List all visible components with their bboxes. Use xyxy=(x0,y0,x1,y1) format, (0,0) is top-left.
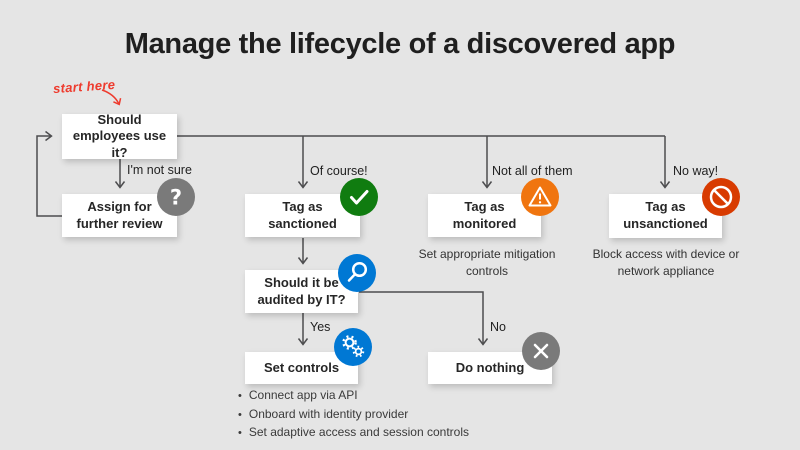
node-tag-as-monitored: Tag as monitored xyxy=(428,178,559,237)
node-do-nothing: Do nothing xyxy=(428,332,560,384)
set-controls-bullet-list: • Connect app via API • Onboard with ide… xyxy=(238,388,469,444)
search-icon xyxy=(338,254,376,292)
edge-label-no-way: No way! xyxy=(673,164,719,178)
edge-label-of-course: Of course! xyxy=(310,164,368,178)
node-label: Do nothing xyxy=(455,359,525,375)
node-label: Should employees use it? xyxy=(72,111,167,160)
bullet-icon: • xyxy=(238,427,242,439)
edge-label-yes: Yes xyxy=(310,320,331,334)
edge-label-not-sure: I'm not sure xyxy=(127,163,192,177)
check-icon xyxy=(340,178,378,216)
page-title: Manage the lifecycle of a discovered app xyxy=(124,28,676,60)
node-label: Tag as unsanctioned xyxy=(623,199,708,231)
node-label: Should it be audited by IT? xyxy=(257,274,346,307)
edge-label-no: No xyxy=(490,320,506,334)
start-here-arrow xyxy=(101,89,119,104)
node-label: Set controls xyxy=(263,359,340,375)
node-tag-as-sanctioned: Tag as sanctioned xyxy=(245,178,378,237)
node-label: Tag as sanctioned xyxy=(268,198,337,231)
edge-label-not-all: Not all of them xyxy=(492,164,573,178)
node-assign-further-review: Assign for further review ? xyxy=(62,178,195,237)
node-tag-as-unsanctioned: Tag as unsanctioned xyxy=(609,178,740,238)
list-item: • Onboard with identity provider xyxy=(238,407,469,421)
warning-icon xyxy=(521,178,559,216)
bullet-icon: • xyxy=(238,390,242,402)
question-icon: ? xyxy=(157,178,195,216)
node-label: Assign for further review xyxy=(76,198,163,231)
bullet-text: Connect app via API xyxy=(248,388,358,402)
list-item: • Connect app via API xyxy=(238,388,469,402)
gears-icon xyxy=(334,328,372,366)
bullet-icon: • xyxy=(238,408,242,421)
svg-text:?: ? xyxy=(170,186,182,210)
bullet-text: Onboard with identity provider xyxy=(248,406,409,421)
node-should-employees-use-it: Should employees use it? xyxy=(62,111,177,160)
bullet-text: Set adaptive access and session controls xyxy=(248,425,469,439)
edge-review-loop xyxy=(36,136,62,217)
x-icon xyxy=(522,332,560,370)
node-set-controls: Set controls xyxy=(245,328,372,384)
node-should-it-be-audited: Should it be audited by IT? xyxy=(245,254,376,313)
block-icon xyxy=(702,178,740,216)
list-item: • Set adaptive access and session contro… xyxy=(238,425,469,439)
note-monitored: Set appropriate mitigation controls xyxy=(418,247,556,278)
node-label: Tag as monitored xyxy=(452,198,517,231)
edge-audit-to-nothing xyxy=(359,291,483,344)
note-unsanctioned: Block access with device or network appl… xyxy=(592,247,740,278)
